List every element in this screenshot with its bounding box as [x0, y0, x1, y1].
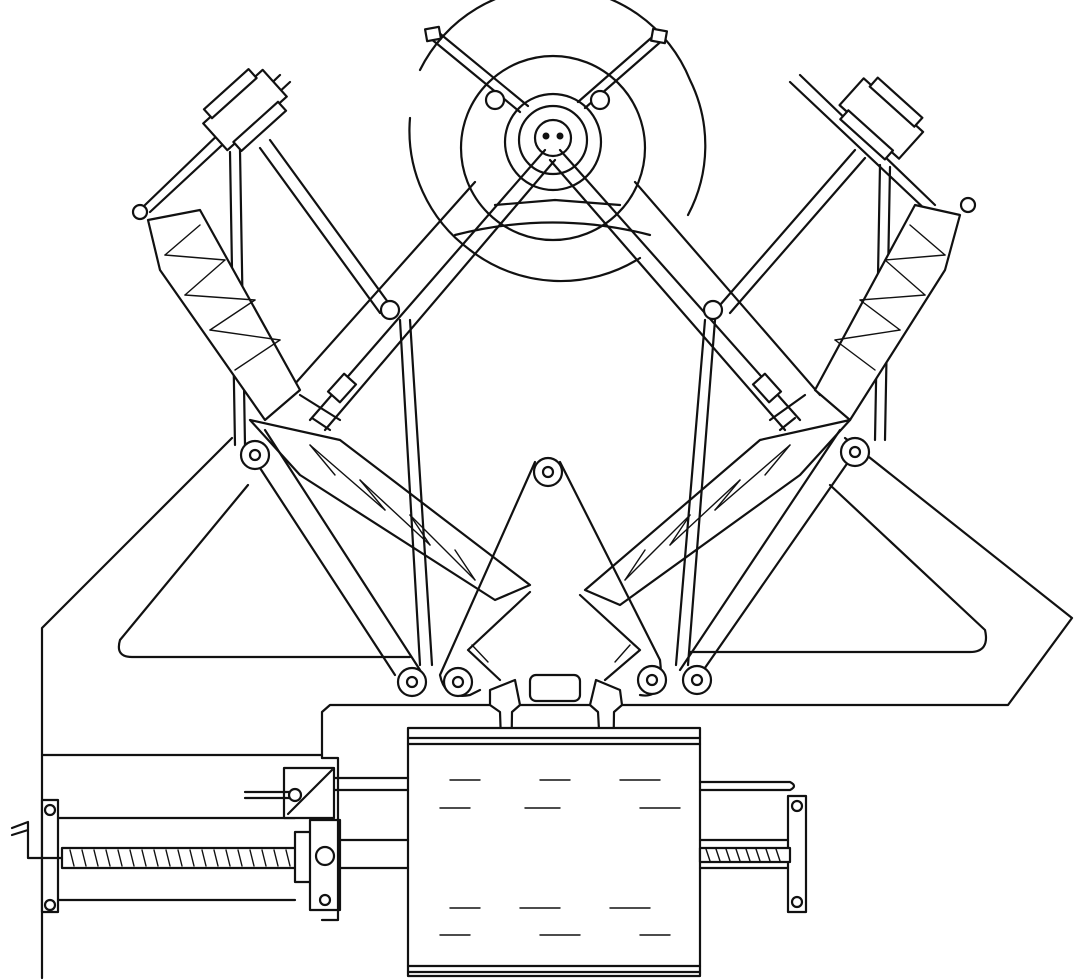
left-arm [131, 68, 532, 698]
center-beams [283, 148, 822, 432]
right-arm [583, 73, 977, 696]
drum-shaft [320, 776, 802, 870]
hub-rods [423, 25, 669, 114]
left-carriage [10, 756, 342, 922]
base-frame [40, 436, 1074, 980]
recording-drum [406, 726, 702, 978]
center-bracket [438, 456, 668, 703]
right-carriage [698, 794, 808, 914]
flywheel [408, 0, 707, 283]
